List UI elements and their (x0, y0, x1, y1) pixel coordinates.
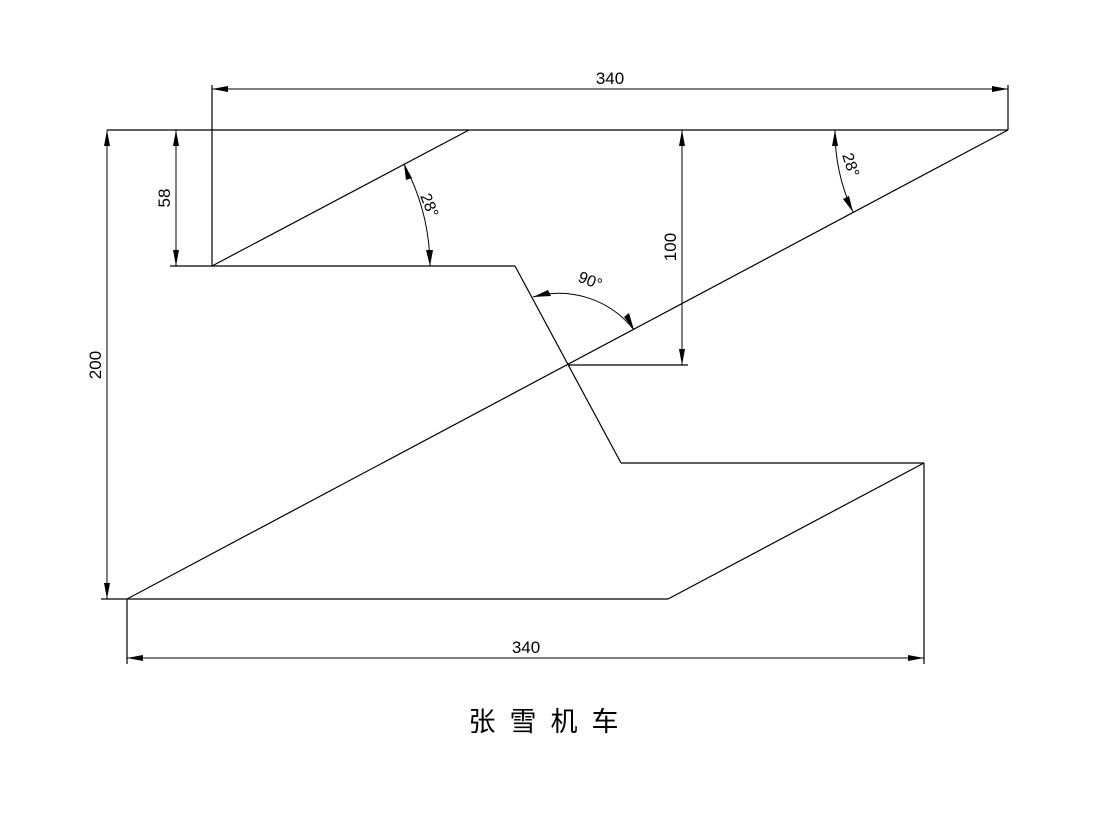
angle-right-angle: 90° (532, 269, 635, 331)
dimension-label-bottom: 340 (512, 638, 540, 657)
angle-label-90: 90° (576, 269, 605, 294)
dimension-left-height: 200 (86, 130, 110, 599)
drawing-caption: 张雪机车 (468, 707, 633, 738)
upper-left-slant-edge (211, 129, 470, 267)
angle-label-upper-right: 28° (838, 151, 862, 179)
dimension-label-58: 58 (155, 189, 174, 208)
angle-upper-right: 28° (832, 129, 862, 213)
lower-right-slant-edge (667, 462, 925, 600)
dimension-label-100: 100 (661, 233, 680, 261)
part-outline (101, 85, 1009, 664)
angle-label-upper-left: 28° (416, 191, 441, 220)
dimension-label-left: 200 (86, 351, 105, 379)
dimension-bottom-width: 340 (127, 638, 924, 661)
angle-upper-left: 28° (403, 163, 441, 267)
dimension-top-width: 340 (212, 69, 1008, 92)
dimension-label-top: 340 (596, 69, 624, 88)
dimension-step-height: 58 (155, 130, 179, 266)
dimension-mid-height: 100 (661, 130, 685, 365)
